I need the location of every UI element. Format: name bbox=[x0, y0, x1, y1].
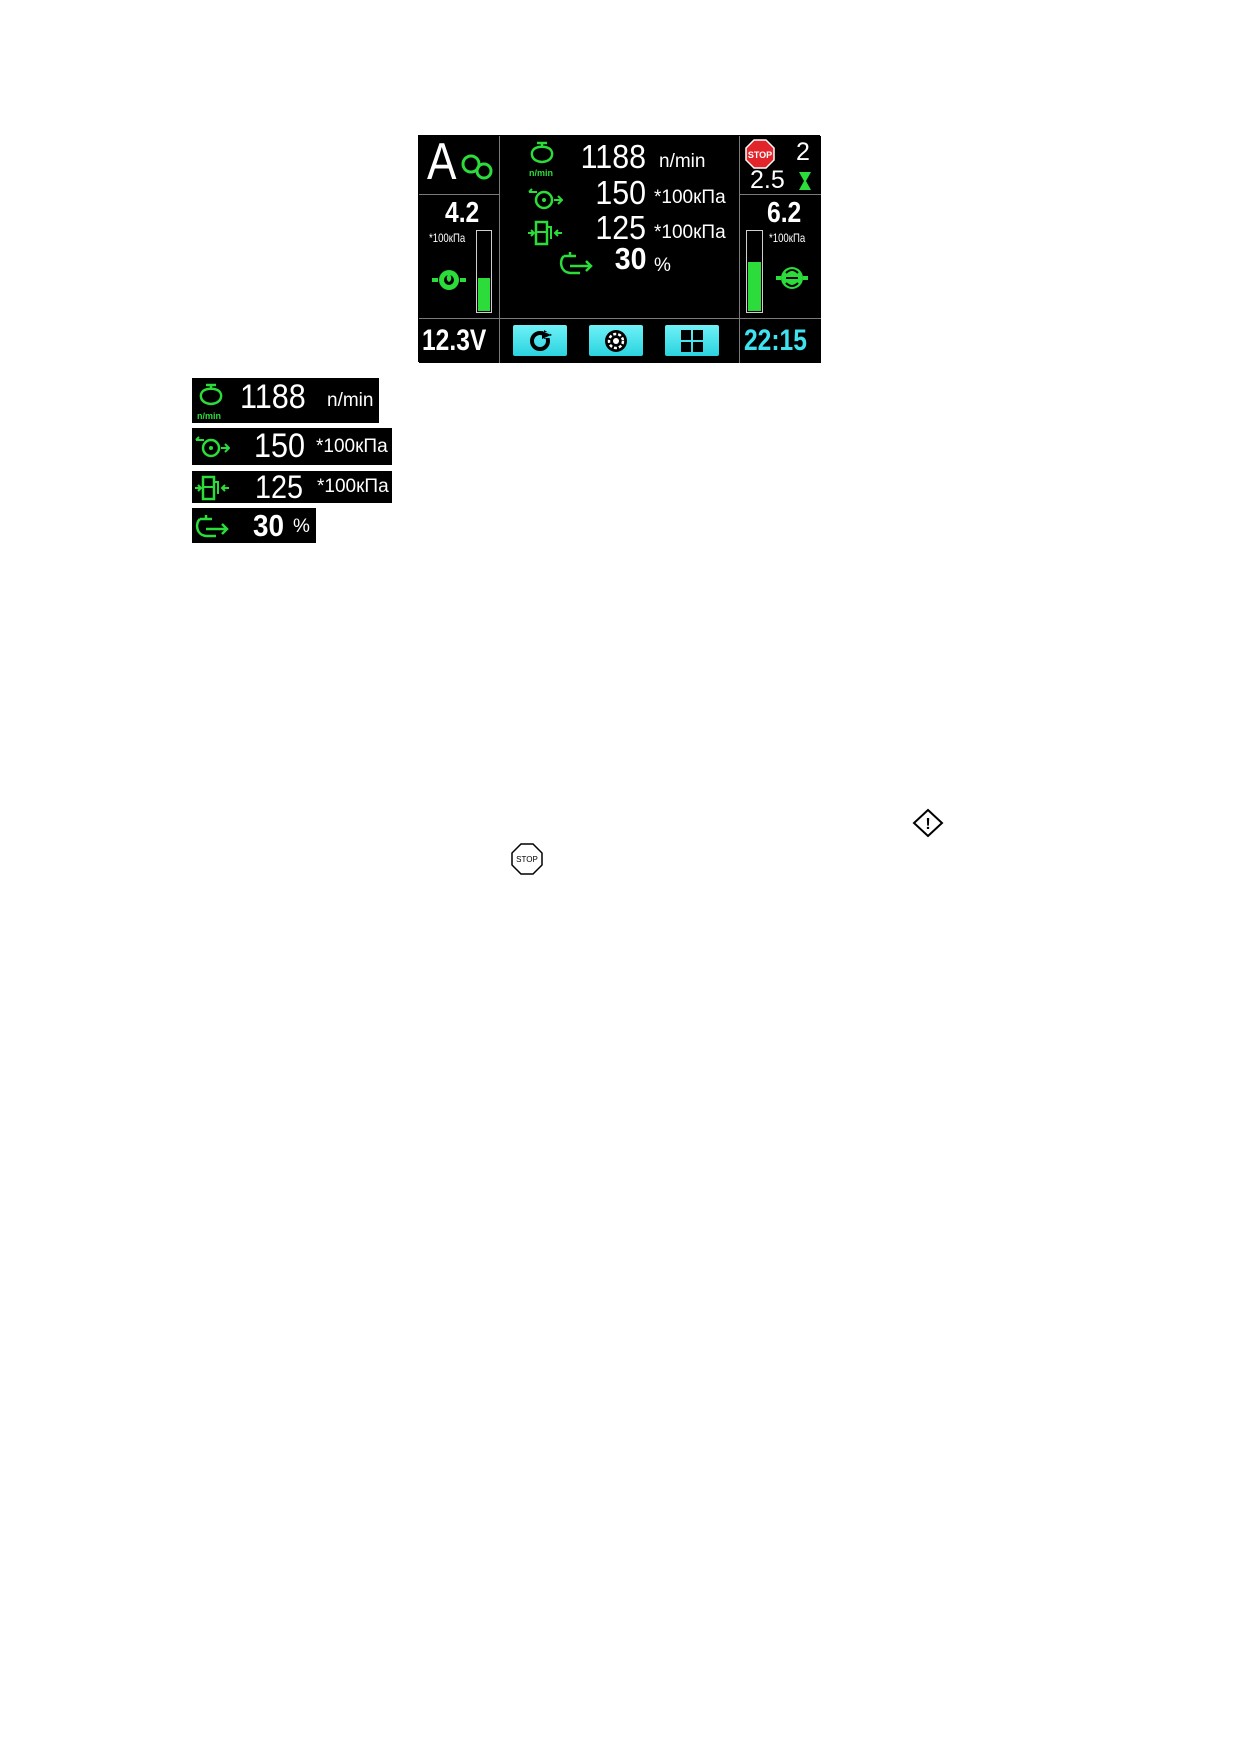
gears-icon bbox=[461, 154, 493, 180]
fuel-pressure-icon bbox=[528, 220, 562, 246]
right-pressure-bar bbox=[746, 230, 763, 313]
oil-pressure-cell: 4.2 *100кПа bbox=[419, 195, 499, 318]
settings-button[interactable] bbox=[589, 325, 643, 356]
hourglass-icon bbox=[799, 172, 811, 190]
oil-pressure-bar-fill bbox=[478, 278, 490, 311]
mode-cell: A bbox=[419, 133, 499, 194]
boost-pressure-value: 150 bbox=[595, 174, 646, 211]
refresh-button[interactable] bbox=[513, 325, 567, 356]
oil-pressure-bar bbox=[476, 230, 492, 313]
engine-load-icon bbox=[195, 515, 229, 538]
divider bbox=[419, 194, 499, 195]
warning-diamond-icon: ! bbox=[912, 808, 944, 838]
detail-strip-engine-load: 30 % bbox=[192, 508, 316, 543]
stop-symbol-text: STOP bbox=[516, 855, 538, 864]
detail-strip-fuel-pressure: 125 *100кПа bbox=[192, 471, 392, 503]
boost-pressure-unit: *100кПа bbox=[654, 187, 726, 208]
stop-timer: 2.5 bbox=[750, 166, 785, 194]
divider bbox=[419, 318, 821, 319]
oil-pump-icon bbox=[432, 270, 466, 290]
stop-sign-text: STOP bbox=[748, 150, 772, 160]
engine-speed-icon-label: n/min bbox=[197, 411, 221, 421]
stop-sign-icon: STOP bbox=[745, 139, 775, 169]
boost-pressure-unit: *100кПа bbox=[316, 436, 388, 457]
settings-gear-icon bbox=[605, 329, 627, 352]
right-pressure-bar-fill bbox=[748, 262, 761, 311]
fuel-pressure-unit: *100кПа bbox=[317, 476, 389, 497]
fuel-pressure-icon bbox=[195, 475, 229, 501]
divider bbox=[739, 136, 740, 363]
oil-pressure-value: 4.2 bbox=[445, 197, 480, 229]
divider bbox=[739, 194, 821, 195]
divider bbox=[499, 136, 500, 363]
turbo-boost-icon bbox=[528, 188, 563, 210]
menu-button[interactable] bbox=[665, 325, 719, 356]
grid-menu-icon bbox=[681, 329, 703, 352]
voltage-cell: 12.3V bbox=[419, 319, 499, 363]
engine-load-value: 30 bbox=[614, 241, 646, 276]
fuel-pressure-value: 125 bbox=[255, 469, 304, 505]
detail-strip-engine-speed: n/min 1188 n/min bbox=[192, 378, 379, 423]
battery-voltage: 12.3V bbox=[422, 324, 487, 357]
readouts-cell: n/min 1188 n/min 150 *100кПа 125 *100кПа bbox=[500, 136, 739, 318]
engine-load-unit: % bbox=[654, 255, 671, 276]
stop-status-cell: STOP 2 2.5 bbox=[740, 136, 821, 194]
engine-load-icon bbox=[559, 252, 593, 275]
stop-octagon-icon: STOP bbox=[511, 843, 543, 875]
engine-speed-unit: n/min bbox=[327, 390, 374, 411]
right-pressure-unit: *100кПа bbox=[769, 231, 806, 245]
turbo-boost-icon bbox=[195, 436, 230, 458]
engine-speed-icon bbox=[199, 383, 223, 406]
engine-load-unit: % bbox=[293, 516, 310, 537]
clock-cell: 22:15 bbox=[740, 319, 821, 363]
softkey-bar bbox=[500, 319, 739, 363]
detail-strip-boost-pressure: 150 *100кПа bbox=[192, 428, 392, 465]
clock-time: 22:15 bbox=[744, 324, 807, 357]
engine-speed-unit: n/min bbox=[659, 151, 706, 172]
mode-letter: A bbox=[427, 133, 457, 191]
engine-speed-value: 1188 bbox=[240, 378, 306, 416]
boost-pressure-value: 150 bbox=[254, 427, 306, 465]
engine-speed-icon bbox=[530, 141, 554, 164]
engine-display-panel: A 4.2 *100кПа n/min 1188 n/min bbox=[418, 133, 821, 363]
fuel-pressure-value: 125 bbox=[595, 209, 646, 246]
right-pressure-cell: 6.2 *100кПа bbox=[740, 195, 821, 318]
right-pressure-value: 6.2 bbox=[767, 197, 802, 229]
engine-load-value: 30 bbox=[253, 508, 285, 543]
engine-speed-icon-label: n/min bbox=[529, 168, 553, 178]
oil-pressure-unit: *100кПа bbox=[429, 231, 466, 245]
engine-speed-value: 1188 bbox=[580, 138, 646, 175]
transmission-icon bbox=[776, 267, 808, 289]
refresh-icon bbox=[530, 329, 552, 351]
stop-count: 2 bbox=[796, 138, 810, 166]
fuel-pressure-unit: *100кПа bbox=[654, 222, 726, 243]
warning-symbol: ! bbox=[925, 816, 930, 833]
